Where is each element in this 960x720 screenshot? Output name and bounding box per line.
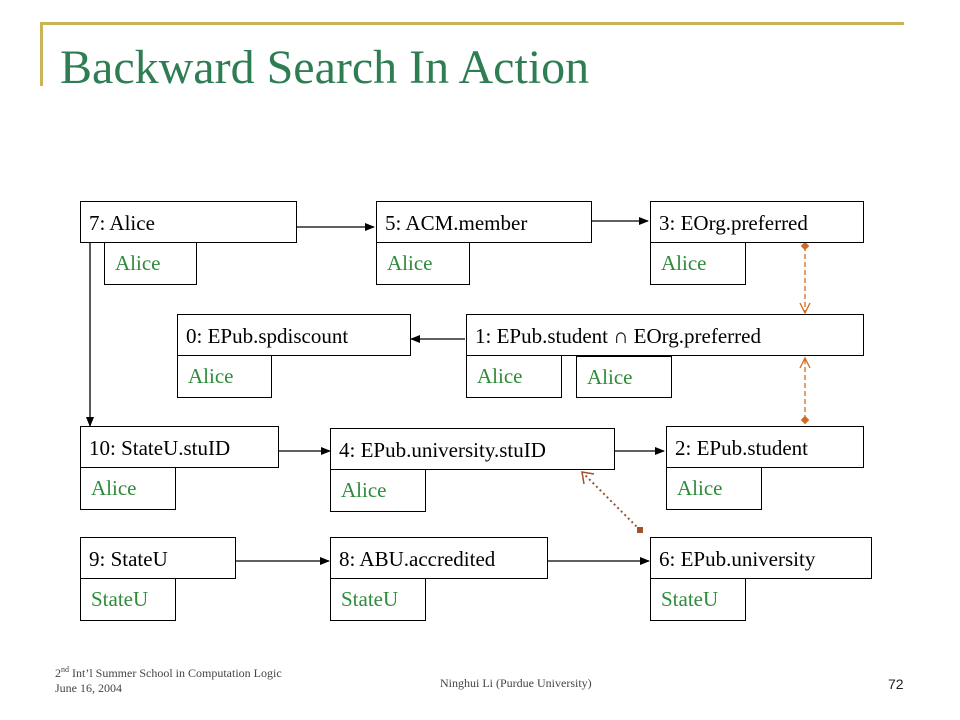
link-2-to-1-head (799, 356, 811, 369)
node-7-label: 7: Alice (80, 201, 297, 243)
footer-conference-rest: Int’l Summer School in Computation Logic (69, 666, 282, 680)
node-2-value: Alice (666, 468, 762, 510)
footer-author: Ninghui Li (Purdue University) (440, 676, 592, 690)
link-6-to-4 (583, 473, 641, 531)
node-10-label: 10: StateU.stuID (80, 426, 279, 468)
node-2-label: 2: EPub.student (666, 426, 864, 468)
node-10-value: Alice (80, 468, 176, 510)
node-3-value: Alice (650, 243, 746, 285)
frame-top-rule (40, 22, 904, 25)
node-5-label: 5: ACM.member (376, 201, 592, 243)
page-number: 72 (888, 676, 904, 692)
node-0-value: Alice (177, 356, 272, 398)
node-4-label: 4: EPub.university.stuID (330, 428, 615, 470)
node-4-value: Alice (330, 470, 426, 512)
node-9-value: StateU (80, 579, 176, 621)
node-1-value-a: Alice (466, 356, 562, 398)
node-1-value-b: Alice (576, 356, 672, 398)
link-6-to-4-head (581, 471, 595, 485)
node-9-label: 9: StateU (80, 537, 236, 579)
footer-conference-sup: nd (61, 665, 69, 674)
node-6-value: StateU (650, 579, 746, 621)
node-0-label: 0: EPub.spdiscount (177, 314, 411, 356)
node-3-label: 3: EOrg.preferred (650, 201, 864, 243)
node-6-label: 6: EPub.university (650, 537, 872, 579)
node-1-label: 1: EPub.student ∩ EOrg.preferred (466, 314, 864, 356)
footer-conference: 2nd Int’l Summer School in Computation L… (55, 662, 282, 696)
frame-left-rule (40, 22, 43, 86)
footer-date: June 16, 2004 (55, 681, 122, 695)
link-6-to-4-tail (637, 527, 643, 533)
slide-title: Backward Search In Action (60, 41, 590, 94)
node-8-label: 8: ABU.accredited (330, 537, 548, 579)
link-3-to-1-head (799, 302, 811, 315)
link-2-to-1-tail (800, 415, 810, 425)
node-8-value: StateU (330, 579, 426, 621)
node-7-value: Alice (104, 243, 197, 285)
footer-conference-prefix: 2 (55, 666, 61, 680)
node-5-value: Alice (376, 243, 470, 285)
